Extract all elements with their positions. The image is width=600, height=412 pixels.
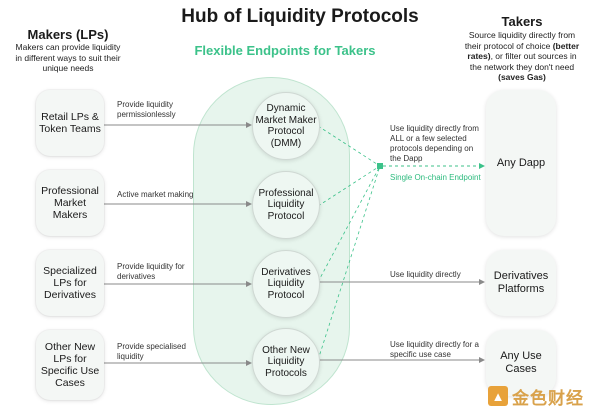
page-subtitle: Flexible Endpoints for Takers	[194, 43, 376, 58]
single-endpoint-label: Single On-chain Endpoint	[390, 173, 481, 182]
takers-heading: Takers	[501, 14, 543, 29]
watermark-text: 金色财经	[512, 388, 584, 408]
endpoint-node	[377, 163, 383, 169]
makers-description: Makers can provide liquidity in differen…	[15, 42, 121, 73]
takers-description-bold1: (better rates)	[467, 40, 580, 62]
protocol-dmm: Dynamic Market Maker Protocol (DMM)	[252, 92, 320, 160]
maker-link-note-4: Provide specialised liquidity	[117, 342, 186, 361]
page-title: Hub of Liquidity Protocols	[181, 6, 419, 27]
maker-link-note-2: Active market making	[117, 190, 194, 199]
endpoint-link-2	[317, 165, 381, 207]
endpoint-link-3	[317, 165, 381, 283]
protocol-professional-liquidity: Professional Liquidity Protocol	[252, 171, 320, 239]
maker-other-new-lps: Other New LPs for Specific Use Cases	[36, 330, 104, 400]
endpoint-link-1	[317, 125, 381, 167]
takers-description-mid: , or filter out sources in the network t…	[469, 51, 577, 72]
maker-professional-market-makers: Professional Market Makers	[36, 170, 104, 236]
endpoint-link-4	[317, 165, 381, 361]
taker-link-note-use-case: Use liquidity directly for a specific us…	[390, 340, 479, 359]
watermark-logo-icon: ▲	[488, 386, 508, 406]
protocol-derivatives-liquidity: Derivatives Liquidity Protocol	[252, 250, 320, 318]
maker-retail-lps: Retail LPs & Token Teams	[36, 90, 104, 156]
takers-description-pre: Source liquidity directly from their pro…	[464, 30, 576, 51]
makers-heading: Makers (LPs)	[27, 27, 109, 42]
takers-description-bold2: (saves Gas)	[498, 72, 546, 82]
maker-link-note-1: Provide liquidity permissionlessly	[117, 100, 176, 119]
maker-link-note-3: Provide liquidity for derivatives	[117, 262, 185, 281]
maker-specialized-lps: Specialized LPs for Derivatives	[36, 250, 104, 316]
takers-description: Source liquidity directly from their pro…	[462, 30, 582, 83]
taker-link-note-derivatives: Use liquidity directly	[390, 270, 461, 279]
taker-any-dapp: Any Dapp	[486, 90, 556, 236]
taker-any-use-cases: Any Use Cases	[486, 330, 556, 396]
protocol-other-new: Other New Liquidity Protocols	[252, 328, 320, 396]
watermark-logo: ▲ 金色财经	[488, 384, 596, 408]
taker-derivatives-platforms: Derivatives Platforms	[486, 250, 556, 316]
taker-link-note-dapp: Use liquidity directly from ALL or a few…	[390, 124, 479, 163]
